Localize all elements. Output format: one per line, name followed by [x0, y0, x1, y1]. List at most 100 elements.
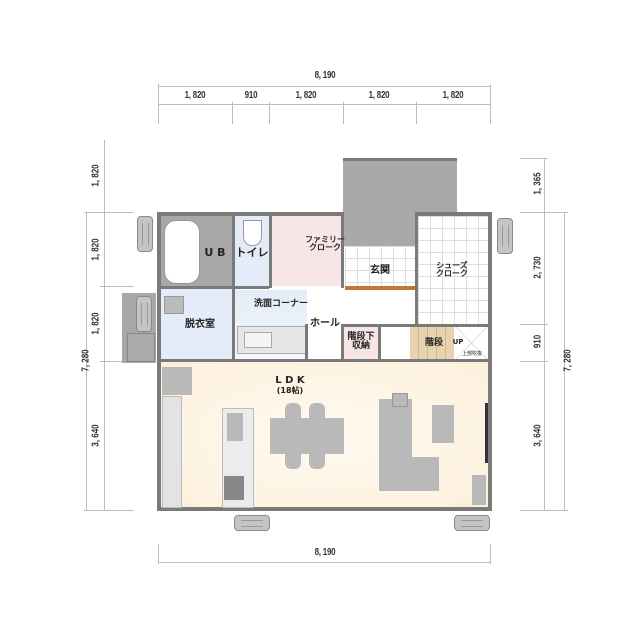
label-shoe-closet-line2: クローク — [436, 269, 468, 279]
label-toilet: トイレ — [235, 246, 269, 259]
back-counter — [162, 396, 182, 508]
room-family-closet — [272, 216, 343, 286]
dim-right-seg-4: 3, 640 — [532, 424, 544, 447]
label-under-stair-line1: 階段下 — [347, 332, 375, 342]
ac-outdoor-unit — [234, 515, 270, 531]
wall-closet-entrance — [341, 212, 344, 288]
dim-right-seg-3: 910 — [532, 334, 544, 349]
dim-tick — [100, 361, 134, 362]
wall-north-right — [416, 212, 492, 216]
dim-top-seg-2: 910 — [244, 90, 258, 101]
label-dressing: 脱衣室 — [185, 319, 215, 330]
dim-line-top-total — [158, 86, 490, 87]
coffee-table — [432, 405, 454, 443]
label-shoe-closet-line1: シューズ — [436, 261, 468, 270]
label-under-stair-storage: 階段下 収納 — [343, 332, 379, 352]
washing-machine — [164, 296, 184, 314]
water-heater-unit — [136, 296, 152, 332]
label-family-closet: ファミリー クローク — [305, 235, 345, 253]
dim-line-top-segments — [158, 104, 490, 105]
cooktop — [224, 476, 244, 500]
dim-tick — [100, 286, 134, 287]
dim-left-seg-3: 1, 820 — [90, 312, 102, 335]
dim-line-bottom — [158, 562, 490, 563]
dim-top-total: 8, 190 — [314, 70, 336, 81]
dim-tick — [84, 510, 134, 511]
dim-tick — [490, 84, 491, 124]
label-ldk-size: (18帖) — [276, 386, 304, 395]
dim-line-left-total — [86, 212, 87, 510]
ac-outdoor-unit — [454, 515, 490, 531]
utility-box — [127, 333, 155, 362]
dim-line-right-total — [564, 212, 565, 510]
dim-tick — [490, 544, 491, 564]
label-under-stair-line2: 収納 — [351, 341, 370, 352]
fridge — [162, 367, 192, 395]
dim-right-total: 7, 280 — [562, 349, 574, 372]
kitchen-sink — [227, 413, 243, 441]
wall-north-left — [157, 212, 343, 216]
label-family-closet-line1: ファミリー — [305, 235, 345, 244]
dim-tick — [84, 212, 134, 213]
wall-entrance-shoe — [415, 212, 418, 324]
dim-bottom-total: 8, 190 — [314, 547, 336, 558]
label-ub: U B — [204, 246, 226, 259]
wall-toilet-closet — [269, 212, 272, 288]
ac-outdoor-unit — [497, 218, 513, 254]
wall-porch-top — [343, 158, 457, 161]
label-upper-void: 上部吹抜 — [461, 351, 482, 357]
wall-hall-left — [305, 324, 308, 360]
room-hall — [307, 290, 343, 360]
dim-top-seg-1: 1, 820 — [184, 90, 206, 101]
dim-tick — [158, 84, 159, 124]
dim-tick — [232, 102, 233, 124]
dim-tick — [520, 510, 568, 511]
room-entrance — [345, 246, 415, 286]
wall-under-stair-left — [341, 324, 344, 360]
tv — [485, 403, 488, 463]
sink — [244, 332, 272, 348]
entrance-step — [345, 286, 415, 290]
dining-chair — [309, 403, 325, 420]
dim-top-seg-4: 1, 820 — [368, 90, 390, 101]
label-stairs: 階段 — [424, 338, 443, 348]
dim-line-right-segments — [544, 158, 545, 510]
dim-tick — [520, 324, 548, 325]
upper-void — [455, 326, 488, 360]
l-sofa-short — [379, 457, 439, 491]
dining-chair — [309, 452, 325, 469]
label-hall: ホール — [310, 318, 340, 329]
dim-top-seg-3: 1, 820 — [295, 90, 317, 101]
dim-tick — [520, 158, 548, 159]
dim-tick — [520, 361, 548, 362]
wall-stair-top — [341, 324, 492, 327]
label-washroom: 洗面コーナー — [253, 299, 308, 309]
dim-tick — [158, 544, 159, 564]
dim-left-seg-2: 1, 820 — [90, 238, 102, 261]
dim-tick — [343, 102, 344, 124]
wall-ldk-top — [157, 359, 492, 362]
dining-chair — [285, 452, 301, 469]
wall-row1-bottom — [157, 286, 269, 289]
wall-under-stair-right — [378, 324, 381, 360]
toilet-fixture — [243, 220, 262, 246]
ottoman — [392, 393, 408, 407]
dim-left-seg-1: 1, 820 — [90, 164, 102, 187]
bathtub — [164, 220, 200, 284]
dim-tick — [520, 212, 568, 213]
label-entrance: 玄関 — [370, 265, 390, 276]
room-under-stair-storage — [343, 326, 379, 360]
dim-tick — [416, 102, 417, 124]
label-ldk: L D K — [275, 375, 305, 386]
dim-right-seg-1: 1, 365 — [532, 172, 544, 195]
dim-left-seg-4: 3, 640 — [90, 424, 102, 447]
tv-stand — [472, 475, 486, 505]
dim-top-seg-5: 1, 820 — [442, 90, 464, 101]
dining-chair — [285, 403, 301, 420]
label-shoe-closet: シューズ クローク — [432, 261, 472, 279]
dim-right-seg-2: 2, 730 — [532, 256, 544, 279]
label-family-closet-line2: クローク — [309, 243, 341, 253]
wall-south — [157, 507, 492, 511]
room-shoe-closet — [418, 216, 490, 324]
dining-table — [270, 418, 344, 454]
